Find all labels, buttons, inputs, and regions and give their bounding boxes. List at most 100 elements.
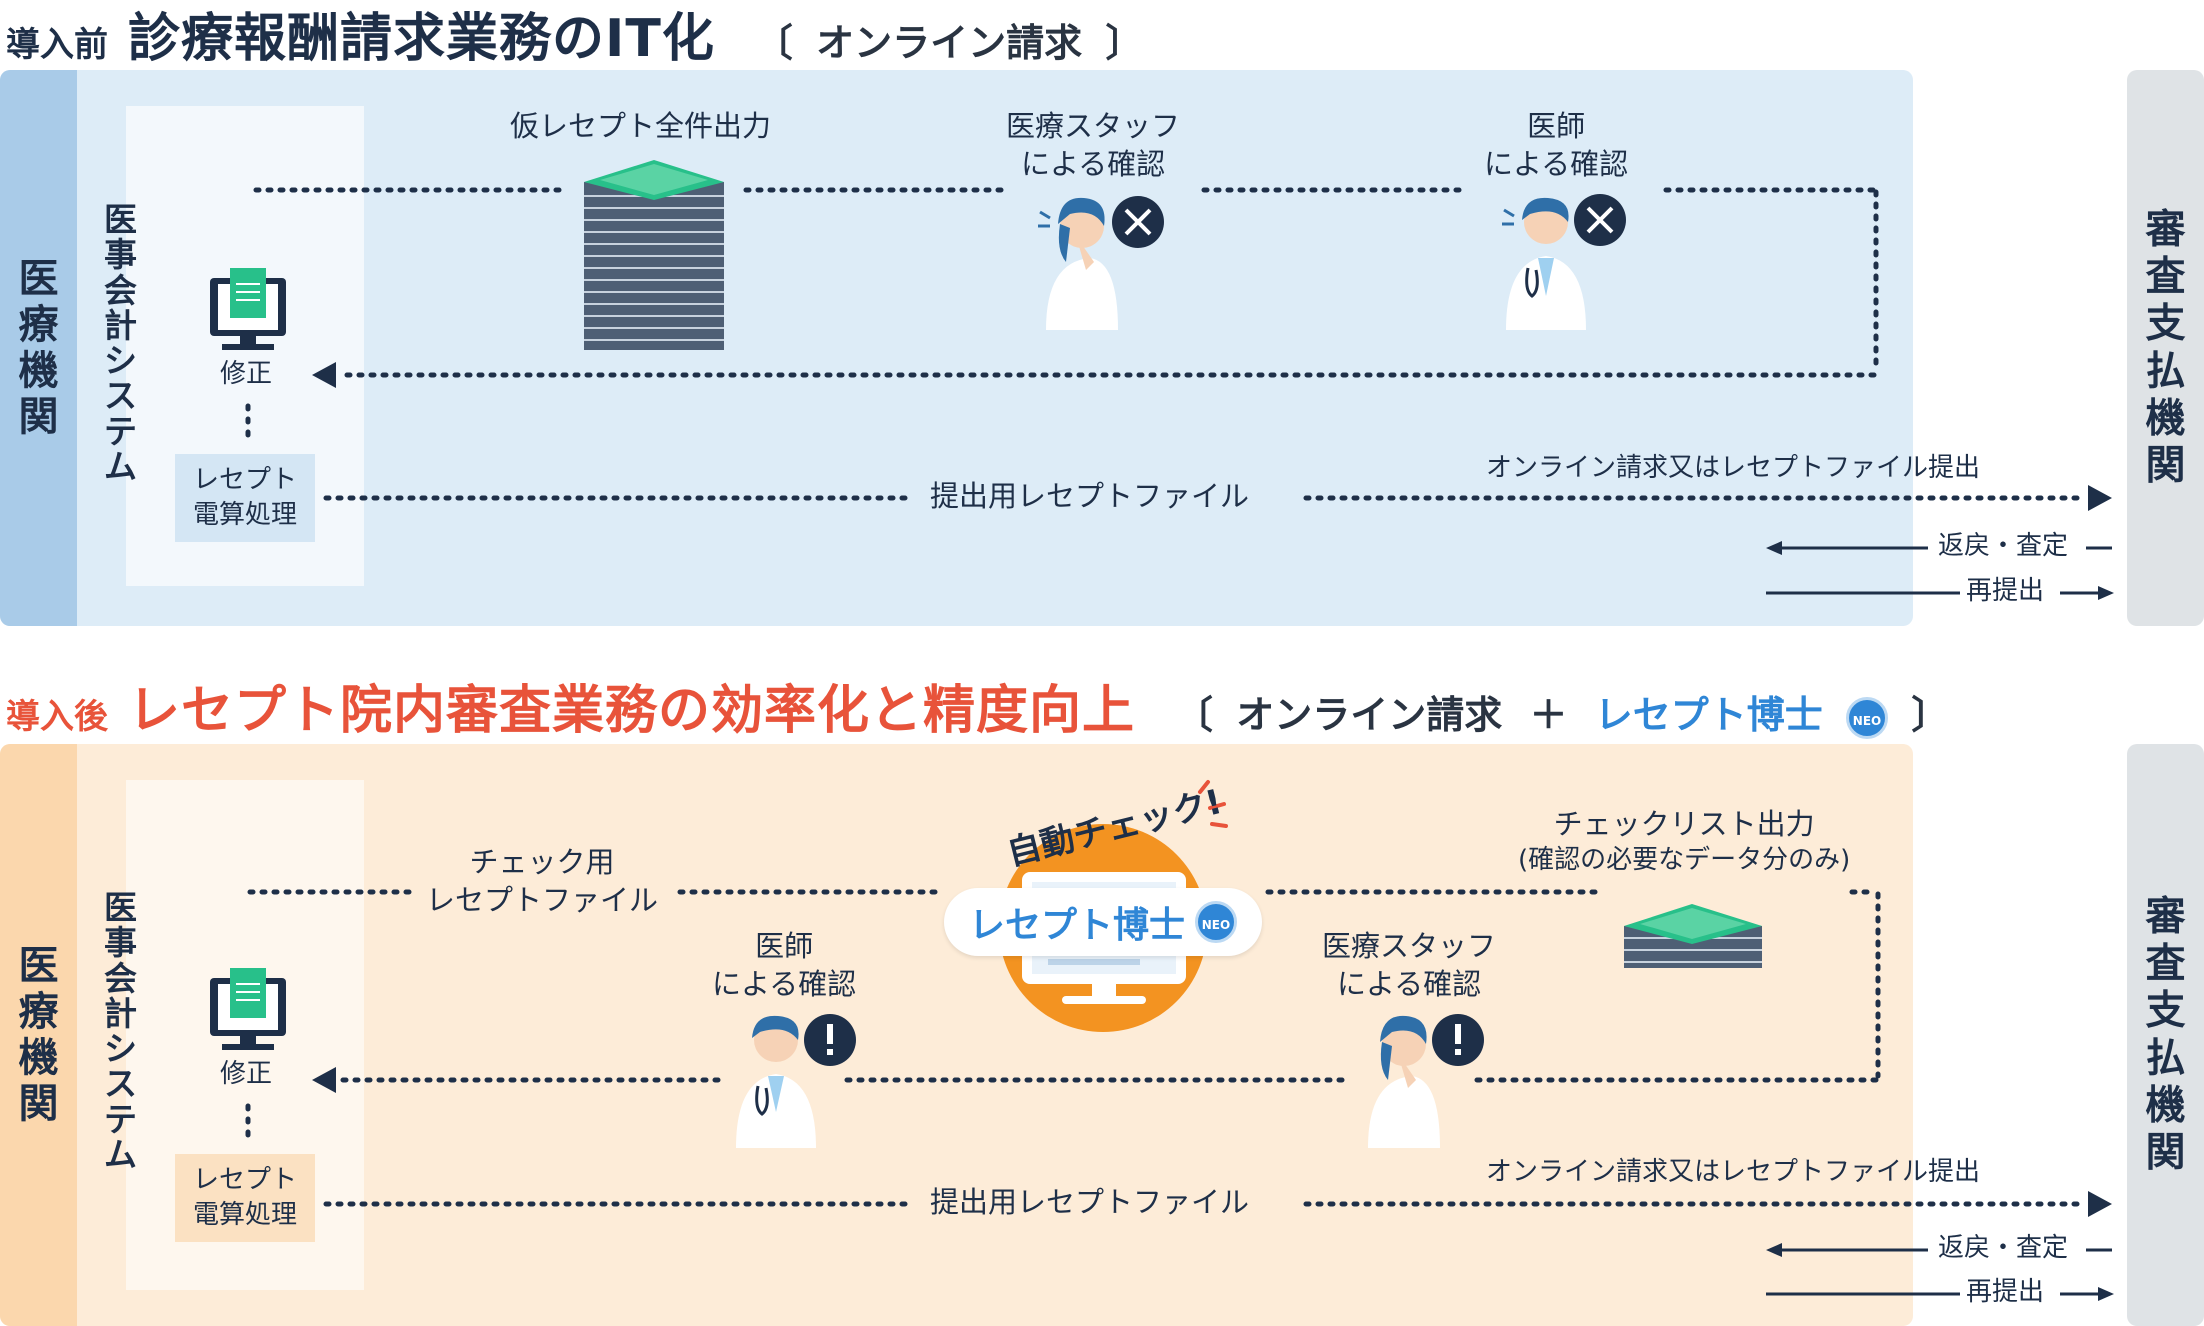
after-title-row: 導入後 レセプト院内審査業務の効率化と精度向上 〔 オンライン請求 ＋ レセプト… <box>6 668 1949 743</box>
check-file-line2: レセプトファイル <box>426 882 659 917</box>
plus-sign: ＋ <box>1529 693 1568 737</box>
after-side-right-char: 審 <box>2145 893 2186 940</box>
before-side-left-label: 医療機関 <box>0 256 77 440</box>
before-side-right-char: 査 <box>2145 253 2186 300</box>
after-side-left-char: 医 <box>18 943 59 989</box>
before-return-arrowhead <box>312 362 336 388</box>
before-system-char: シ <box>104 341 137 381</box>
staff-label-line2: による確認 <box>1020 146 1166 181</box>
after-submit-arrowhead <box>2088 1191 2112 1217</box>
after-resubmit-arrow <box>2098 1287 2114 1301</box>
doctor-label-line1: 医師 <box>1527 109 1586 143</box>
rezept-line2: 電算処理 <box>192 1200 297 1230</box>
before-bracket: 〔 オンライン請求 〕 <box>755 12 1144 67</box>
after-return-arrowhead <box>312 1067 336 1093</box>
computer-icon <box>210 268 286 350</box>
after-checklist-label: チェックリスト出力 (確認の必要なデータ分のみ) <box>1518 806 1850 877</box>
before-system-char: 会 <box>104 270 137 310</box>
after-bracket: 〔 オンライン請求 ＋ レセプト博士 NEO 〕 <box>1175 684 1949 739</box>
checklist-stack-icon <box>1624 904 1762 968</box>
bracket-open: 〔 <box>1175 693 1214 737</box>
after-staff-label: 医療スタッフ による確認 <box>1322 928 1496 1003</box>
neo-center-badge-icon: NEO <box>1195 901 1237 943</box>
before-side-left: 医療機関 <box>0 70 77 626</box>
before-right-box: 審査支払機関 <box>2127 70 2204 626</box>
computer-icon <box>210 968 286 1050</box>
before-title-row: 導入前 診療報酬請求業務のIT化 〔 オンライン請求 〕 <box>6 0 1143 71</box>
cross-mark-icon <box>1112 196 1164 248</box>
before-resubmit-label: 再提出 <box>1966 576 2045 606</box>
before-system-char: ス <box>104 376 137 416</box>
exclamation-icon <box>804 1014 856 1066</box>
before-return-arrow <box>1766 541 1782 555</box>
checklist-line2: (確認の必要なデータ分のみ) <box>1518 844 1851 875</box>
staff-label-line2: による確認 <box>1336 966 1482 1001</box>
after-side-right-char: 関 <box>2145 1129 2186 1176</box>
after-resubmit-label: 再提出 <box>1966 1277 2045 1307</box>
after-side-right-label: 審査支払機関 <box>2127 893 2204 1176</box>
after-system-char: シ <box>104 1029 137 1069</box>
after-system-char: ム <box>104 1135 137 1175</box>
before-staff-label: 医療スタッフ による確認 <box>1006 108 1180 183</box>
after-side-right-char: 機 <box>2145 1082 2186 1129</box>
nurse-icon <box>1368 1015 1440 1148</box>
stack-of-papers-icon <box>584 160 724 350</box>
rezept-line1: レセプト <box>192 464 297 495</box>
before-side-right-char: 審 <box>2145 206 2186 253</box>
after-doctor-label: 医師 による確認 <box>712 928 856 1003</box>
after-system-label: 医事会計システム <box>104 888 137 1175</box>
neo-center-name: レセプト博士 <box>968 905 1185 946</box>
before-resubmit-arrow <box>2098 586 2114 600</box>
bracket-open: 〔 <box>754 21 793 65</box>
before-diagram <box>210 160 2114 600</box>
after-system-char: 会 <box>104 958 137 998</box>
before-system-char: 医 <box>104 200 137 239</box>
after-rezept-box: レセプト 電算処理 <box>175 1154 315 1242</box>
after-side-right-char: 査 <box>2145 940 2186 987</box>
after-return-label: 返戻・査定 <box>1938 1233 2069 1263</box>
before-side-right-char: 関 <box>2145 442 2186 489</box>
rezept-line2: 電算処理 <box>192 500 297 530</box>
bracket-text: オンライン請求 <box>1236 693 1503 737</box>
after-system-char: 医 <box>104 888 137 927</box>
after-side-left-label: 医療機関 <box>0 943 77 1127</box>
after-system-char: 事 <box>104 923 137 963</box>
after-file-label: 提出用レセプトファイル <box>930 1185 1250 1219</box>
before-system-char: 事 <box>104 235 137 275</box>
staff-label-line1: 医療スタッフ <box>1006 109 1181 143</box>
after-side-left: 医療機関 <box>0 744 77 1326</box>
after-side-left-char: 関 <box>18 1081 59 1127</box>
before-system-char: テ <box>104 411 137 451</box>
neo-product-name: レセプト博士 <box>1594 693 1823 737</box>
before-side-left-char: 医 <box>18 256 59 302</box>
before-system-char: ム <box>104 447 137 487</box>
doctor-label-line2: による確認 <box>712 966 857 1001</box>
before-side-right-label: 審査支払機関 <box>2127 206 2204 489</box>
nurse-icon <box>1038 197 1118 330</box>
bracket-close: 〕 <box>1105 21 1144 65</box>
bracket-text: オンライン請求 <box>816 21 1083 65</box>
after-side-right-char: 支 <box>2145 987 2186 1034</box>
after-right-box: 審査支払機関 <box>2127 744 2204 1326</box>
burst-icon <box>1198 780 1228 828</box>
after-system-char: ス <box>104 1064 137 1104</box>
after-online-label: オンライン請求又はレセプトファイル提出 <box>1486 1157 1981 1187</box>
neo-badge-icon: NEO <box>1846 696 1889 739</box>
exclamation-icon <box>1432 1014 1484 1066</box>
before-doctor-label: 医師 による確認 <box>1484 108 1628 183</box>
after-system-char: テ <box>104 1099 137 1139</box>
after-side-left-char: 機 <box>18 1035 59 1081</box>
before-submit-arrowhead <box>2088 485 2112 511</box>
before-tag: 導入前 <box>6 25 108 65</box>
bracket-close: 〕 <box>1911 693 1950 737</box>
before-fix-label: 修正 <box>220 359 273 389</box>
after-return-arrow <box>1766 1243 1782 1257</box>
rezept-line1: レセプト <box>192 1164 297 1195</box>
after-check-file-label: チェック用 レセプトファイル <box>426 844 658 919</box>
before-rezept-box: レセプト 電算処理 <box>175 454 315 542</box>
neo-center-pill: レセプト博士 NEO <box>944 888 1262 956</box>
doctor-label-line1: 医師 <box>755 929 814 963</box>
before-print-label: 仮レセプト全件出力 <box>510 109 772 143</box>
before-title: 診療報酬請求業務のIT化 <box>128 9 715 69</box>
